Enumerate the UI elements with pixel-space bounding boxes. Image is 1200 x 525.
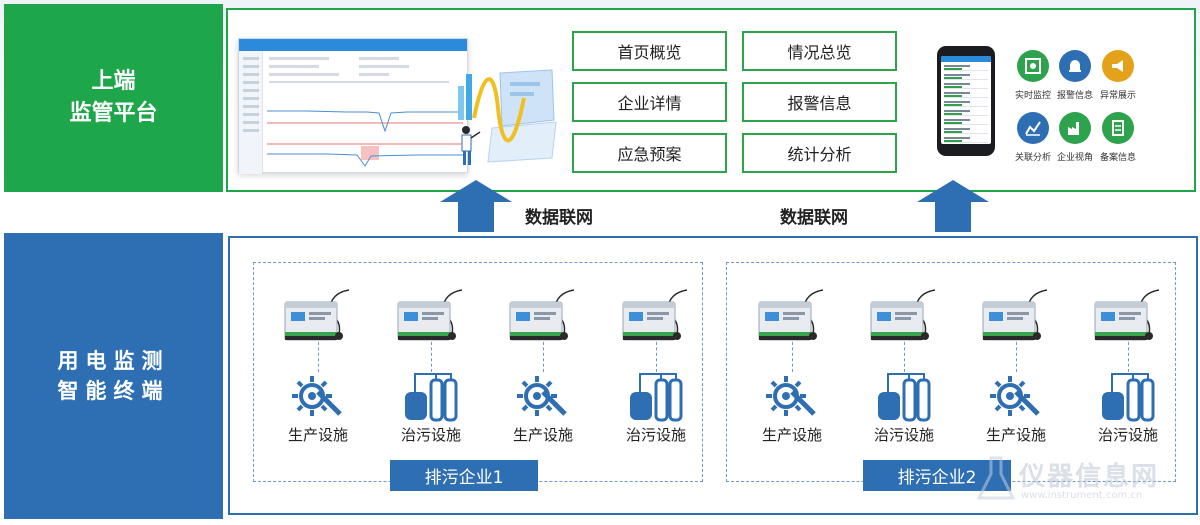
facility-label: 治污设施 bbox=[400, 426, 461, 444]
network-label-right: 数据联网 bbox=[780, 208, 848, 228]
terminal-connector-line bbox=[1016, 342, 1017, 372]
facility-label: 治污设施 bbox=[1097, 426, 1158, 444]
app-label: 实时监控 bbox=[1014, 91, 1051, 101]
platform-label-line1: 上端 bbox=[91, 69, 136, 94]
upload-arrow-right bbox=[917, 180, 989, 232]
terminal-connector-line bbox=[1128, 342, 1129, 372]
treatment-facility-icon bbox=[626, 370, 686, 422]
terminal-connector-line bbox=[431, 342, 432, 372]
watermark-logo-icon bbox=[976, 456, 1016, 500]
terminal-connector-line bbox=[318, 342, 319, 372]
platform-label: 上端 监管平台 bbox=[4, 4, 223, 192]
production-facility-icon bbox=[986, 370, 1046, 422]
terminal-connector-line bbox=[656, 342, 657, 372]
facility-label: 生产设施 bbox=[985, 426, 1046, 444]
power-monitoring-terminal bbox=[975, 288, 1057, 350]
company-label-2: 排污企业2 bbox=[863, 460, 1011, 491]
treatment-facility-icon bbox=[401, 370, 461, 422]
platform-label-line2: 监管平台 bbox=[69, 101, 158, 126]
terminal-label: 用电监测 智能终端 bbox=[4, 233, 223, 519]
watermark-url: www.instrument.com.cn bbox=[1021, 490, 1143, 501]
power-monitoring-terminal bbox=[751, 288, 833, 350]
menu-situation-overview[interactable]: 情况总览 bbox=[742, 31, 897, 71]
mobile-app-screen bbox=[941, 56, 991, 144]
document-icon bbox=[1102, 112, 1134, 144]
terminal-connector-line bbox=[792, 342, 793, 372]
app-label: 报警信息 bbox=[1056, 91, 1093, 101]
treatment-facility-icon bbox=[874, 370, 934, 422]
watermark-text: 仪器信息网 bbox=[1019, 462, 1160, 492]
alarm-icon bbox=[1059, 50, 1091, 82]
chart-icon bbox=[1017, 112, 1049, 144]
web-platform-screenshot bbox=[238, 38, 468, 174]
production-facility-icon bbox=[762, 370, 822, 422]
power-monitoring-terminal bbox=[277, 288, 359, 350]
analyst-illustration bbox=[458, 69, 557, 165]
menu-home-overview[interactable]: 首页概览 bbox=[572, 31, 727, 71]
power-monitoring-terminal bbox=[1087, 288, 1169, 350]
app-label: 企业视角 bbox=[1056, 153, 1093, 163]
factory-icon bbox=[1059, 112, 1091, 144]
menu-enterprise-details[interactable]: 企业详情 bbox=[572, 82, 727, 122]
menu-alarm-info[interactable]: 报警信息 bbox=[742, 82, 897, 122]
menu-statistical-analysis[interactable]: 统计分析 bbox=[742, 133, 897, 173]
facility-label: 生产设施 bbox=[512, 426, 573, 444]
app-label: 关联分析 bbox=[1014, 153, 1051, 163]
watermark: 仪器信息网 www.instrument.com.cn bbox=[975, 452, 1195, 512]
terminal-panel bbox=[228, 236, 1198, 515]
terminal-label-line1: 用电监测 bbox=[57, 349, 170, 373]
megaphone-icon bbox=[1102, 50, 1134, 82]
app-alarm-info[interactable]: 报警信息 bbox=[1050, 50, 1100, 110]
terminal-connector-line bbox=[904, 342, 905, 372]
app-realtime-monitor[interactable]: 实时监控 bbox=[1008, 50, 1058, 110]
app-anomaly-display[interactable]: 异常展示 bbox=[1093, 50, 1143, 110]
power-monitoring-terminal bbox=[502, 288, 584, 350]
facility-label: 治污设施 bbox=[625, 426, 686, 444]
terminal-connector-line bbox=[543, 342, 544, 372]
app-correlation-analysis[interactable]: 关联分析 bbox=[1008, 112, 1058, 172]
mobile-phone bbox=[937, 46, 995, 156]
monitor-icon bbox=[1017, 50, 1049, 82]
power-monitoring-terminal bbox=[863, 288, 945, 350]
production-facility-icon bbox=[288, 370, 348, 422]
company-label-1: 排污企业1 bbox=[390, 460, 538, 491]
power-monitoring-terminal bbox=[615, 288, 697, 350]
power-monitoring-terminal bbox=[390, 288, 472, 350]
terminal-label-line2: 智能终端 bbox=[57, 379, 170, 403]
treatment-facility-icon bbox=[1098, 370, 1158, 422]
facility-label: 治污设施 bbox=[873, 426, 934, 444]
facility-label: 生产设施 bbox=[761, 426, 822, 444]
menu-emergency-plan[interactable]: 应急预案 bbox=[572, 133, 727, 173]
network-label-left: 数据联网 bbox=[525, 208, 593, 228]
facility-label: 生产设施 bbox=[287, 426, 348, 444]
app-filing-info[interactable]: 备案信息 bbox=[1093, 112, 1143, 172]
app-label: 备案信息 bbox=[1099, 153, 1136, 163]
upload-arrow-left bbox=[440, 180, 512, 232]
production-facility-icon bbox=[513, 370, 573, 422]
app-label: 异常展示 bbox=[1099, 91, 1136, 101]
app-enterprise-view[interactable]: 企业视角 bbox=[1050, 112, 1100, 172]
